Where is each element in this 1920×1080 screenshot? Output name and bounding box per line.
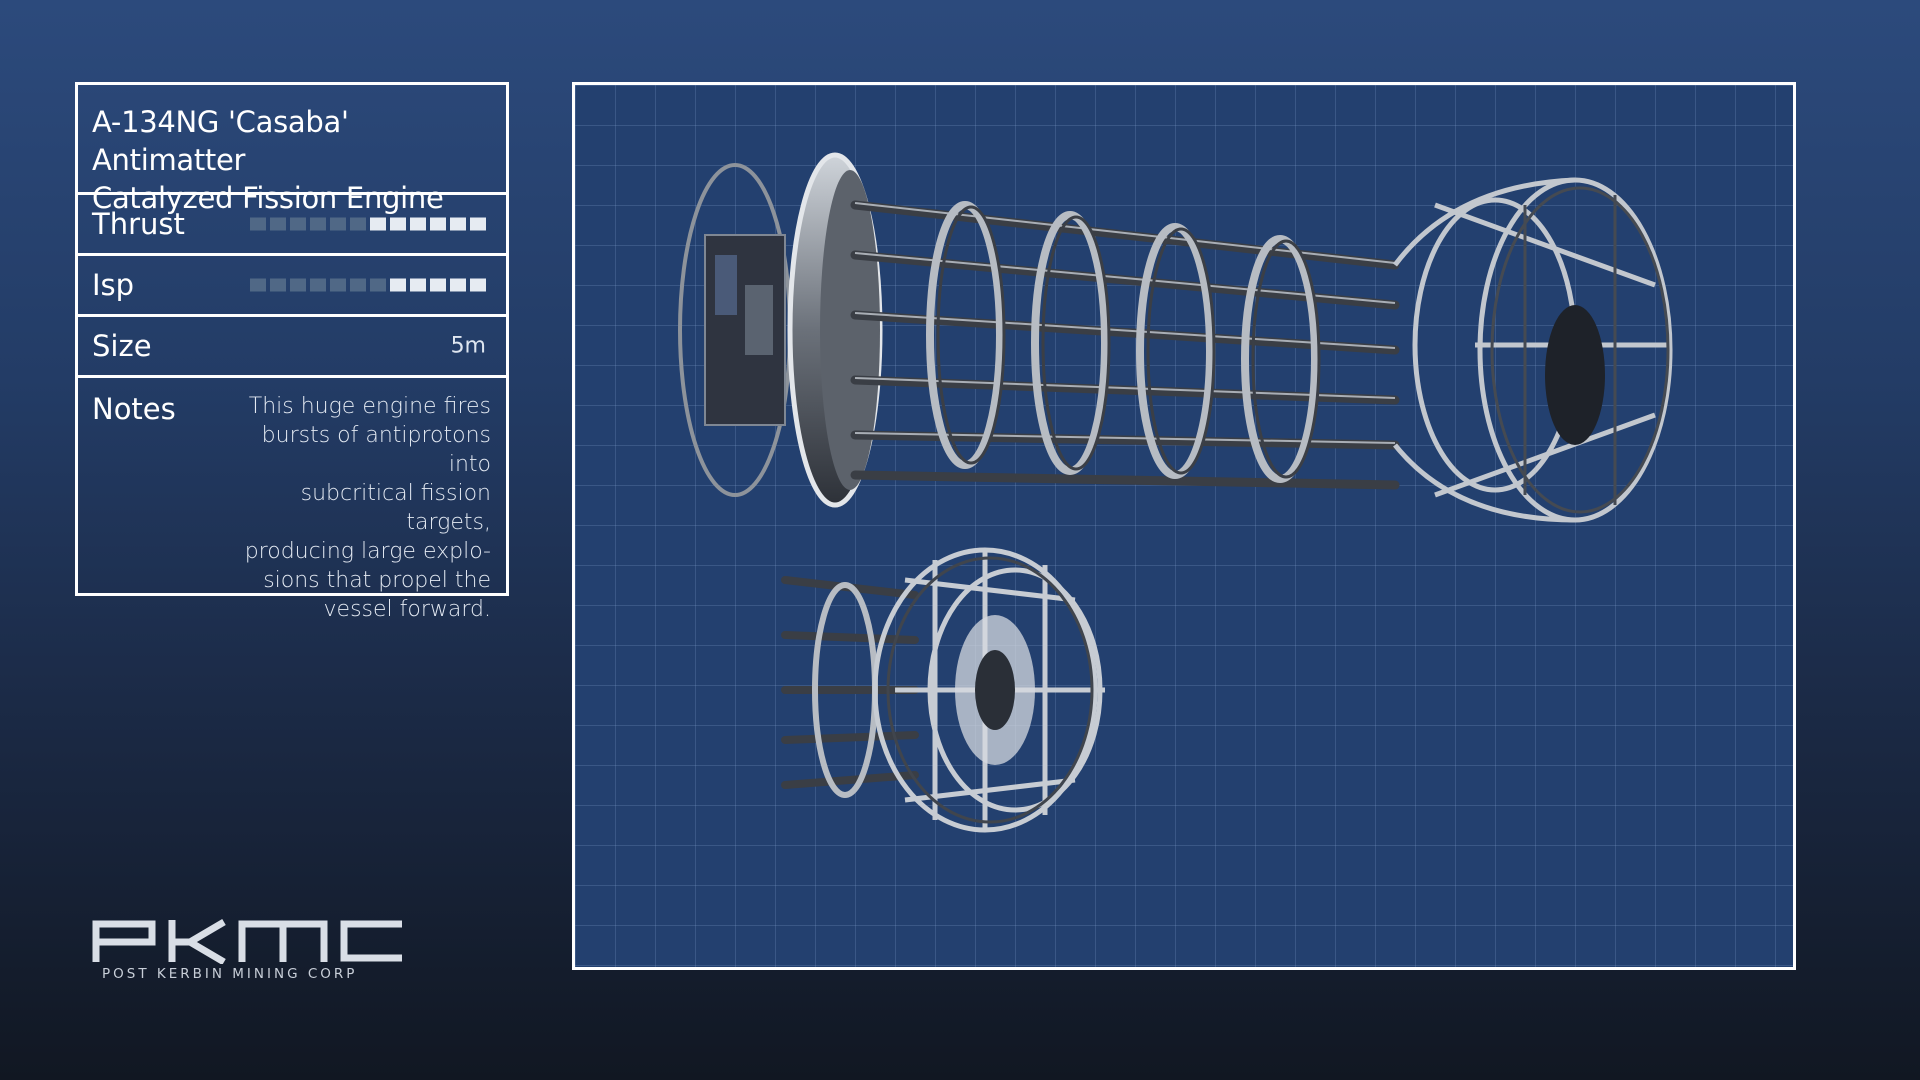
rating-segment	[390, 217, 406, 231]
engine-side-render	[678, 152, 1673, 523]
rating-segment	[450, 278, 466, 292]
size-value: 5m	[450, 333, 486, 359]
pkmc-logo: POST KERBIN MINING CORP	[92, 918, 404, 982]
rating-segment	[470, 278, 486, 292]
rating-segment	[290, 217, 306, 231]
rating-segment	[350, 217, 366, 231]
rating-segment	[430, 278, 446, 292]
notes-line: producing large explo-	[244, 539, 491, 564]
rating-segment	[470, 217, 486, 231]
engine-rear-render	[781, 547, 1105, 833]
thrust-label: Thrust	[92, 207, 185, 241]
rating-segment	[330, 217, 346, 231]
notes-line: subcritical fission targets,	[300, 481, 491, 535]
isp-rating-bar	[250, 278, 486, 292]
size-label: Size	[92, 329, 152, 363]
rating-segment	[250, 217, 266, 231]
rating-segment	[350, 278, 366, 292]
rating-segment	[410, 278, 426, 292]
rating-segment	[410, 217, 426, 231]
rating-segment	[390, 278, 406, 292]
notes-text: This huge engine fires bursts of antipro…	[221, 392, 491, 624]
rating-segment	[450, 217, 466, 231]
rating-segment	[250, 278, 266, 292]
engine-title-row: A-134NG 'Casaba' Antimatter Catalyzed Fi…	[78, 85, 506, 215]
notes-label: Notes	[92, 392, 176, 426]
engine-title-line-2: Catalyzed Fission Engine	[92, 181, 444, 215]
thrust-rating-bar	[250, 217, 486, 231]
rating-segment	[310, 217, 326, 231]
engine-title: A-134NG 'Casaba' Antimatter Catalyzed Fi…	[92, 103, 492, 217]
rating-segment	[270, 278, 286, 292]
isp-label: Isp	[92, 268, 135, 302]
rating-segment	[370, 217, 386, 231]
notes-line: sions that propel the	[263, 568, 491, 593]
thrust-row: Thrust	[78, 195, 506, 256]
notes-line: This huge engine fires	[248, 394, 491, 419]
engine-info-panel: A-134NG 'Casaba' Antimatter Catalyzed Fi…	[75, 82, 509, 622]
engine-blueprint-viewer[interactable]	[572, 82, 1796, 970]
rating-segment	[270, 217, 286, 231]
rating-segment	[310, 278, 326, 292]
size-row: Size 5m	[78, 317, 506, 378]
pkmc-logo-mark	[92, 918, 402, 964]
notes-line: vessel forward.	[323, 597, 491, 622]
rating-segment	[330, 278, 346, 292]
engine-title-line-1: A-134NG 'Casaba' Antimatter	[92, 105, 349, 177]
notes-line: bursts of antiprotons into	[261, 423, 491, 477]
rating-segment	[430, 217, 446, 231]
logo-subtitle: POST KERBIN MINING CORP	[102, 966, 358, 982]
rating-segment	[370, 278, 386, 292]
rating-segment	[290, 278, 306, 292]
notes-row: Notes This huge engine fires bursts of a…	[78, 378, 506, 622]
isp-row: Isp	[78, 256, 506, 317]
